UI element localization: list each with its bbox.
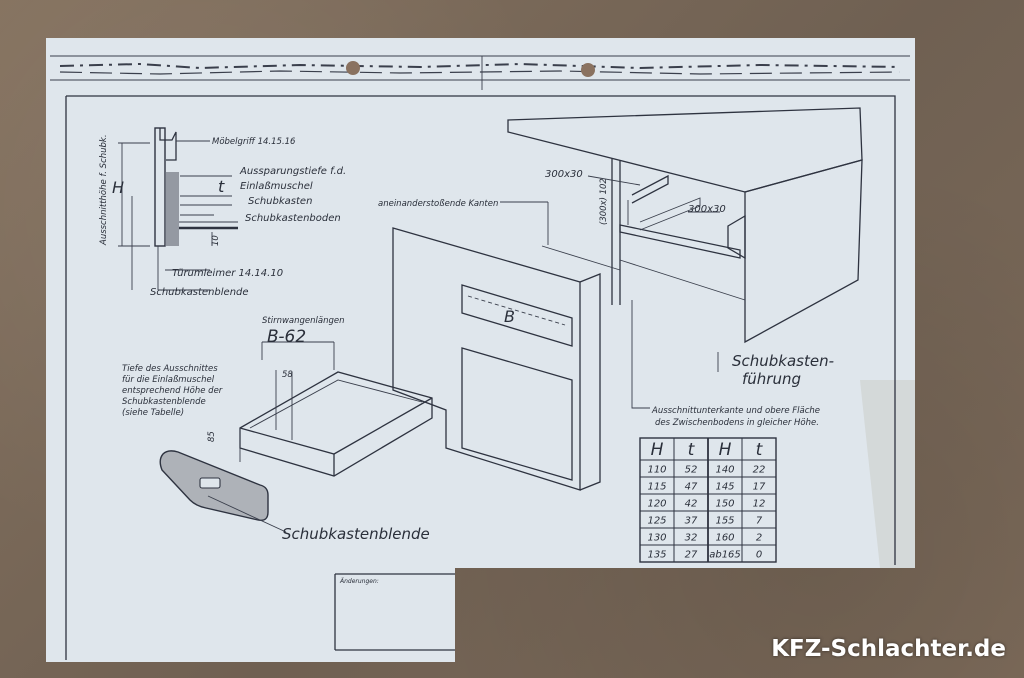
dim-300x30-b: 300x30 xyxy=(688,204,726,215)
table-cell: 42 xyxy=(685,499,698,510)
table-cell: 7 xyxy=(756,516,763,527)
schubkasten-label: Schubkasten xyxy=(248,196,312,207)
table-header: H xyxy=(719,440,732,460)
ausschnitt-leader xyxy=(631,300,650,409)
dim-H-label: H xyxy=(112,178,124,197)
drawer-handle xyxy=(199,477,221,489)
table-cell: 145 xyxy=(715,482,734,493)
stirnwangen-label: Stirnwangenlängen xyxy=(262,316,345,326)
table-cell: 0 xyxy=(756,550,762,561)
b-minus-62-label: B-62 xyxy=(267,327,306,347)
table-cell: 47 xyxy=(685,482,698,493)
dim-10-label: 10 xyxy=(211,235,221,246)
watermark-text: KFZ-Schlachter.de xyxy=(771,636,1006,662)
table-cell: 12 xyxy=(753,499,766,510)
ausschnitt-label-1: Ausschnittunterkante und obere Fläche xyxy=(651,406,820,416)
tiefe-label-2: für die Einlaßmuschel xyxy=(122,375,215,385)
paper-stain xyxy=(860,380,915,568)
table-cell: 17 xyxy=(753,482,766,493)
table-cell: 115 xyxy=(647,482,666,493)
section-detail xyxy=(118,127,238,291)
table-cell: 160 xyxy=(715,533,734,544)
table-cell: 37 xyxy=(685,516,698,527)
dim-300x-102: (300x) 102 xyxy=(599,178,609,225)
schubkastenboden-label: Schubkastenboden xyxy=(245,213,341,224)
schubkastenblende-small-label: Schubkastenblende xyxy=(150,287,249,298)
table-cell: ab165 xyxy=(709,550,741,561)
drawer-front-panel xyxy=(159,450,287,533)
einlassmuschel-label: Einlaßmuschel xyxy=(240,181,313,192)
top-border-strip xyxy=(50,55,910,90)
frame-border xyxy=(66,95,896,565)
dim-B-label: B xyxy=(504,307,515,326)
table-cell: 22 xyxy=(753,465,766,476)
table-cell: 135 xyxy=(647,550,666,561)
tiefe-label-1: Tiefe des Ausschnittes xyxy=(122,364,218,374)
moebelgriff-label: Möbelgriff 14.15.16 xyxy=(212,137,296,147)
table-cell: 2 xyxy=(756,533,762,544)
tiefe-label-5: (siehe Tabelle) xyxy=(122,408,184,418)
dim-58-label: 58 xyxy=(282,370,293,380)
drawer-box xyxy=(239,341,433,477)
schubkastenblende-big-label: Schubkastenblende xyxy=(282,525,430,543)
tiefe-label-4: Schubkastenblende xyxy=(122,397,206,407)
aussparungstiefe-label: Aussparungstiefe f.d. xyxy=(239,166,346,177)
table-cell: 32 xyxy=(685,533,698,544)
table-header: t xyxy=(756,440,764,460)
dim-85-label: 85 xyxy=(207,431,217,442)
aenderungen-label: Änderungen: xyxy=(339,578,379,585)
table-cell: 110 xyxy=(647,465,666,476)
schubkastenfuehrung-label-2: führung xyxy=(742,370,801,388)
table-cell: 130 xyxy=(647,533,666,544)
ausschnitt-label-2: des Zwischenbodens in gleicher Höhe. xyxy=(655,418,819,428)
schubkastenfuehrung-label-1: Schubkasten- xyxy=(732,352,834,370)
door-panel xyxy=(392,227,621,491)
tiefe-label-3: entsprechend Höhe der xyxy=(122,386,223,396)
table-header: t xyxy=(688,440,696,460)
punch-hole xyxy=(346,61,360,75)
table-cell: 125 xyxy=(647,516,666,527)
aneinander-label: aneinanderstoßende Kanten xyxy=(378,199,498,209)
punch-hole xyxy=(581,63,595,77)
dim-300x30-a: 300x30 xyxy=(545,169,583,180)
table-cell: 150 xyxy=(715,499,734,510)
paper-sheet xyxy=(46,38,915,662)
tuerumleimer-label: Türumleimer 14.14.10 xyxy=(172,268,283,279)
cabinet-isometric xyxy=(507,107,863,344)
table-cell: 27 xyxy=(685,550,698,561)
table-cell: 52 xyxy=(685,465,698,476)
vertical-dimension-label: Ausschnitthöhe f. Schubk. xyxy=(99,134,109,246)
dim-t-label: t xyxy=(218,177,225,196)
table-cell: 155 xyxy=(715,516,734,527)
table-header: H xyxy=(651,440,664,460)
table-cell: 140 xyxy=(715,465,734,476)
table-cell: 120 xyxy=(647,499,666,510)
